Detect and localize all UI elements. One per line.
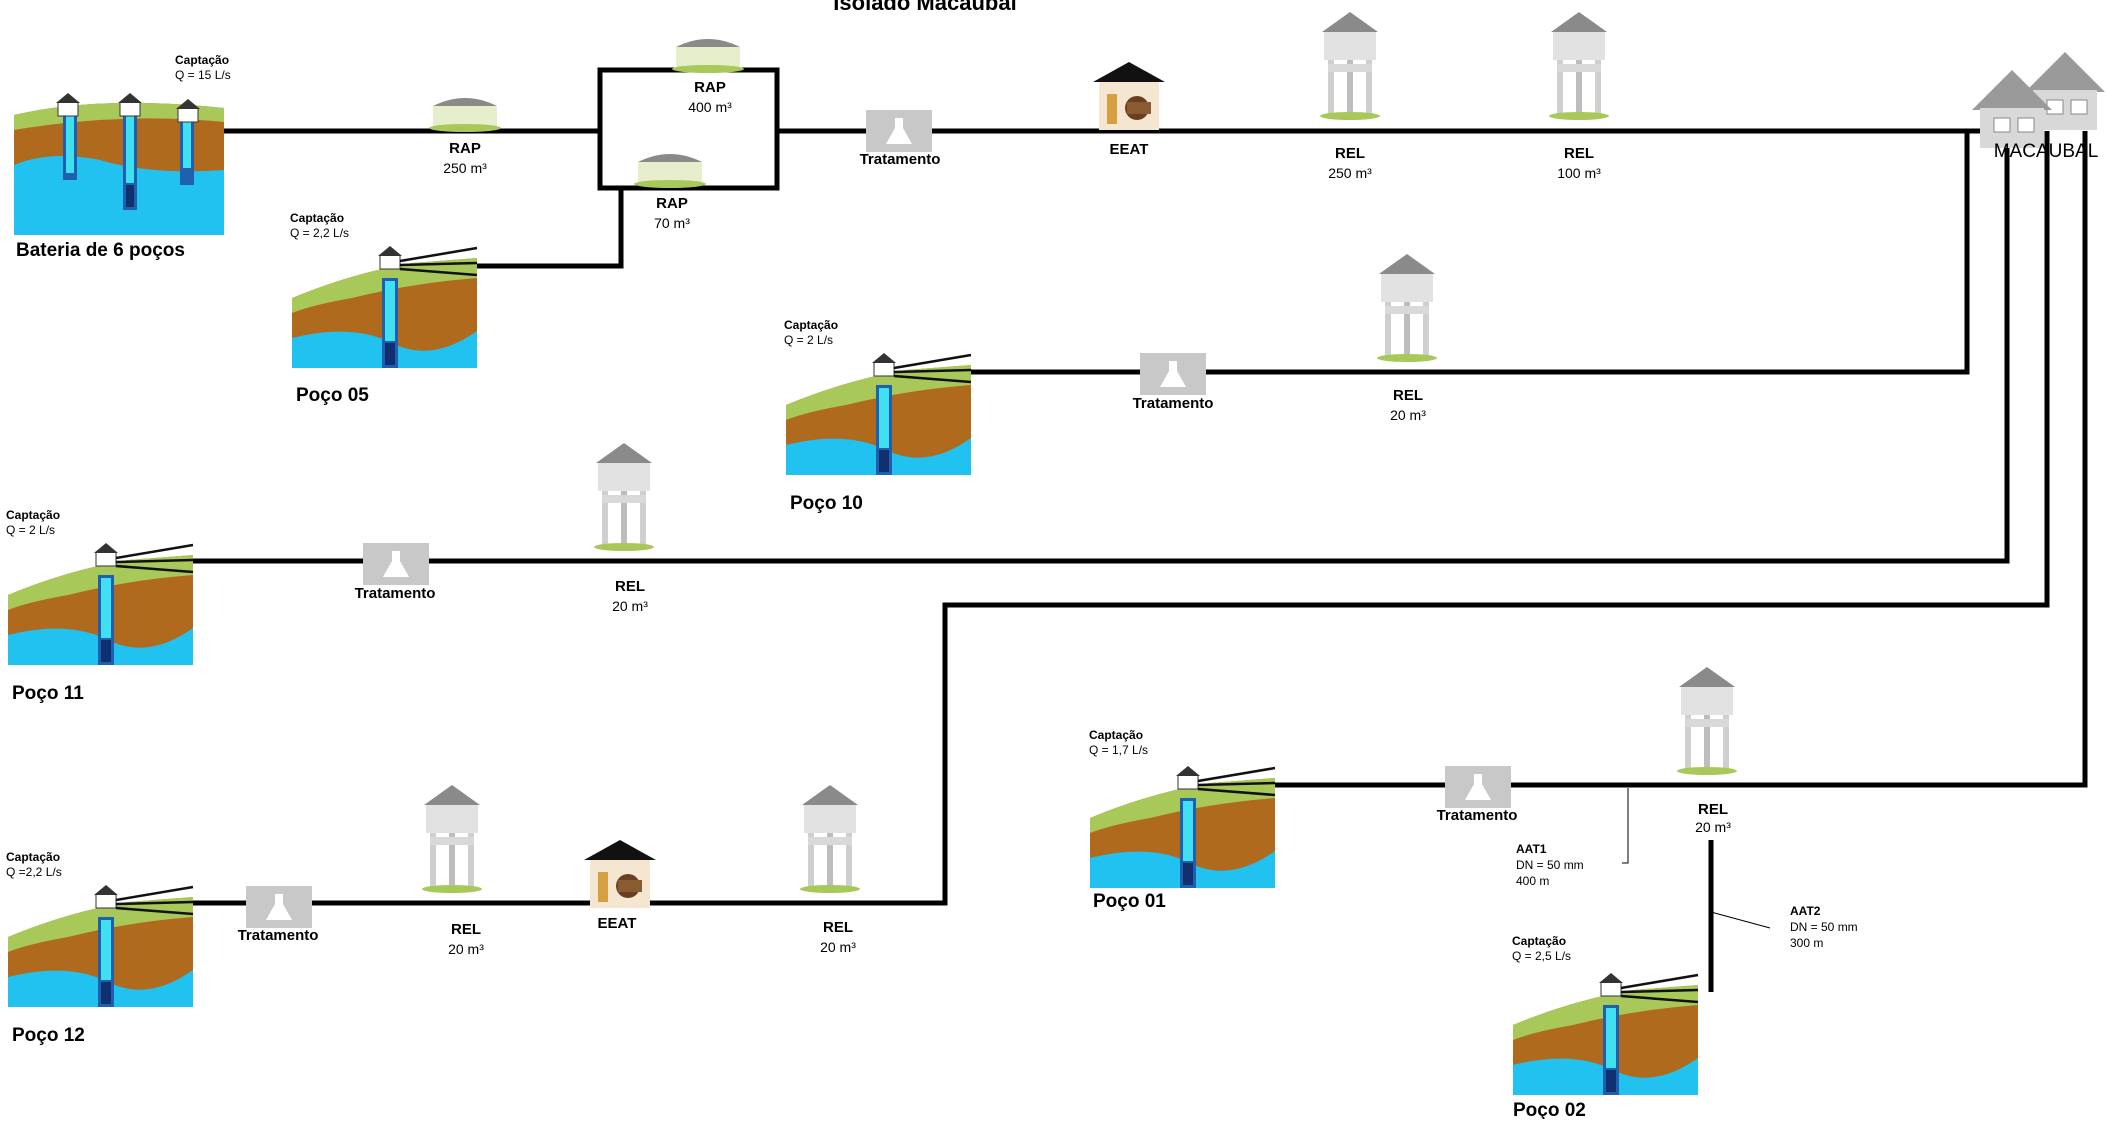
rel-10-icon (1377, 254, 1437, 362)
poco10-cap-label: Captação (784, 318, 838, 332)
rel-01-icon (1677, 667, 1737, 775)
eeat-2-label: EEAT (598, 915, 637, 932)
rap70-type: RAP (656, 195, 688, 212)
bateria-wells (14, 93, 224, 235)
eeat-1-label: EEAT (1110, 141, 1149, 158)
rel-100-icon (1549, 12, 1609, 120)
poco05-name: Poço 05 (296, 385, 369, 406)
poco05-q: Q = 2,2 L/s (290, 226, 349, 240)
poco02-name: Poço 02 (1513, 1100, 1586, 1119)
rap70-vol: 70 m³ (654, 215, 690, 231)
rel11-vol: 20 m³ (612, 598, 648, 614)
rel250-vol: 250 m³ (1328, 165, 1372, 181)
aat1-len: 400 m (1516, 874, 1549, 888)
treatment-1-label: Tratamento (860, 151, 941, 168)
poco01-name: Poço 01 (1093, 891, 1166, 912)
aat2-dn: DN = 50 mm (1790, 920, 1858, 934)
rel-12b-icon (800, 785, 860, 893)
eeat-2-icon (584, 840, 656, 908)
rel-11-icon (594, 443, 654, 551)
rap-70-icon (634, 154, 706, 188)
rel10-vol: 20 m³ (1390, 407, 1426, 423)
aat1-dn: DN = 50 mm (1516, 858, 1584, 872)
eeat-1-icon (1093, 62, 1165, 130)
rap-400-icon (672, 39, 744, 73)
treatment-01-label: Tratamento (1437, 807, 1518, 824)
rap400-vol: 400 m³ (688, 99, 732, 115)
diagram-title: Isolado Macaubal (833, 0, 1016, 15)
rap400-type: RAP (694, 79, 726, 96)
aat2-len: 300 m (1790, 936, 1823, 950)
poco02-well-icon (1511, 968, 1700, 1097)
poco05-cap-label: Captação (290, 211, 344, 225)
rel100-type: REL (1564, 145, 1594, 162)
treatment-11-label: Tratamento (355, 585, 436, 602)
rap-250-icon (429, 98, 501, 132)
poco01-q: Q = 1,7 L/s (1089, 743, 1148, 757)
poco02-q: Q = 2,5 L/s (1512, 949, 1571, 963)
poco10-well-icon (784, 348, 973, 477)
poco05-well-icon (290, 241, 479, 370)
treatment-11-icon (363, 543, 429, 585)
treatment-12-label: Tratamento (238, 927, 319, 944)
rel10-type: REL (1393, 387, 1423, 404)
bateria-name: Bateria de 6 poços (16, 240, 185, 261)
aat1-name: AAT1 (1516, 842, 1547, 856)
aat2-name: AAT2 (1790, 904, 1821, 918)
poco01-cap-label: Captação (1089, 728, 1143, 742)
rap250-type: RAP (449, 140, 481, 157)
treatment-10-icon (1140, 353, 1206, 395)
rel250-type: REL (1335, 145, 1365, 162)
rel01-type: REL (1698, 801, 1728, 818)
poco12-q: Q =2,2 L/s (6, 865, 62, 879)
poco12-name: Poço 12 (12, 1025, 85, 1046)
poco01-well-icon (1088, 761, 1277, 890)
rel-250-icon (1320, 12, 1380, 120)
rel100-vol: 100 m³ (1557, 165, 1601, 181)
rel12a-type: REL (451, 921, 481, 938)
rel12b-type: REL (823, 919, 853, 936)
poco10-q: Q = 2 L/s (784, 333, 833, 347)
poco11-name: Poço 11 (12, 683, 84, 704)
treatment-12-icon (246, 886, 312, 928)
poco11-cap-label: Captação (6, 508, 60, 522)
rap250-vol: 250 m³ (443, 160, 487, 176)
treatment-10-label: Tratamento (1133, 395, 1214, 412)
poco12-well-icon (6, 880, 195, 1009)
poco11-q: Q = 2 L/s (6, 523, 55, 537)
bateria-cap-label: Captação (175, 53, 229, 67)
poco11-well-icon (6, 538, 195, 667)
destination-label: MACAUBAL (1994, 141, 2099, 162)
treatment-01-icon (1445, 766, 1511, 808)
poco12-cap-label: Captação (6, 850, 60, 864)
rel12a-vol: 20 m³ (448, 941, 484, 957)
rel11-type: REL (615, 578, 645, 595)
treatment-1-icon (866, 110, 932, 152)
rel12b-vol: 20 m³ (820, 939, 856, 955)
rel-12a-icon (422, 785, 482, 893)
pipe-leader-lines (1622, 788, 1771, 929)
rel01-vol: 20 m³ (1695, 819, 1731, 835)
poco10-name: Poço 10 (790, 493, 863, 514)
pipe-network (182, 67, 2088, 992)
poco02-cap-label: Captação (1512, 934, 1566, 948)
bateria-q: Q = 15 L/s (175, 68, 231, 82)
